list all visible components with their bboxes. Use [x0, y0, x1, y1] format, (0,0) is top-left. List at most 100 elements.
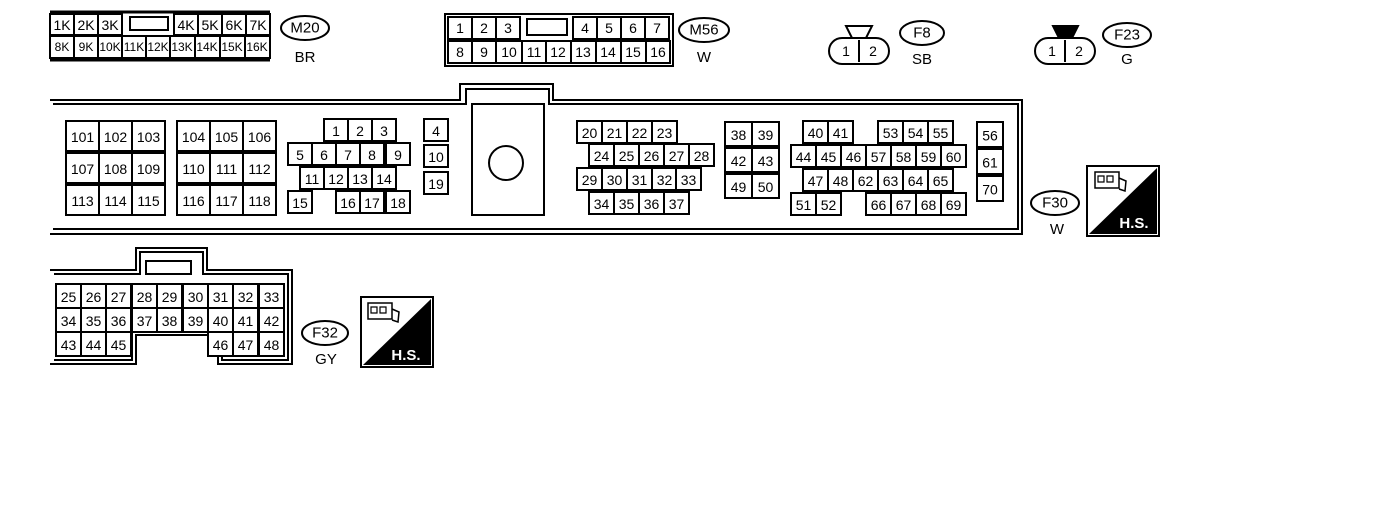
f32-hs-label: H.S. — [391, 347, 420, 364]
f30-pin-44-label: 44 — [796, 149, 812, 165]
m56-pin-4: 4 — [572, 16, 598, 40]
f30-pin-27-label: 27 — [669, 148, 685, 164]
f30-pin-26: 26 — [638, 143, 665, 167]
f30-pin-59-label: 59 — [921, 149, 937, 165]
m56-pin-8: 8 — [447, 40, 473, 64]
f32-connector-id: F32 — [301, 320, 349, 346]
f30-pin-6: 6 — [311, 142, 337, 166]
f23-pin-2: 2 — [1075, 43, 1083, 59]
m56-pin-12: 12 — [545, 40, 572, 64]
f30-pin-67-label: 67 — [896, 197, 912, 213]
f30-pin-109: 109 — [131, 152, 166, 184]
f32-pin-36: 36 — [105, 307, 132, 333]
f32-pin-48: 48 — [258, 331, 285, 357]
f32-pin-29: 29 — [156, 283, 183, 309]
m20-pin-12k: 12K — [145, 35, 171, 59]
f32-pin-45-label: 45 — [111, 337, 127, 353]
f30-pin-65: 65 — [927, 168, 954, 192]
f32-pin-27-label: 27 — [111, 289, 127, 305]
f30-pin-33: 33 — [675, 167, 702, 191]
f30-pin-23: 23 — [651, 120, 678, 144]
svg-text:1: 1 — [456, 20, 464, 36]
f30-pin-117: 117 — [209, 184, 244, 216]
f30-pin-13-label: 13 — [352, 171, 368, 187]
f30-pin-57-label: 57 — [871, 149, 887, 165]
f30-pin-25: 25 — [613, 143, 640, 167]
f30-pin-43-label: 43 — [758, 153, 774, 169]
f32-pin-36-label: 36 — [111, 313, 127, 329]
f30-pin-106-label: 106 — [248, 129, 272, 145]
f30-pin-105: 105 — [209, 120, 244, 152]
f30-pin-41: 41 — [827, 120, 854, 144]
m56-wire-color: W — [697, 49, 712, 66]
f30-pin-66: 66 — [865, 192, 892, 216]
f32-wire-color: GY — [315, 351, 337, 368]
f30-pin-54-label: 54 — [908, 125, 924, 141]
svg-text:9K: 9K — [79, 40, 94, 54]
f30-pin-55-label: 55 — [933, 125, 949, 141]
f30-pin-64-label: 64 — [908, 173, 924, 189]
f30-pin-56-label: 56 — [982, 128, 998, 144]
f32-pin-31-label: 31 — [213, 289, 229, 305]
f30-pin-61-label: 61 — [982, 155, 998, 171]
f32-pin-28: 28 — [131, 283, 158, 309]
f32-pin-39: 39 — [182, 307, 209, 333]
f30-pin-9: 9 — [385, 142, 411, 166]
m20-latch — [129, 16, 169, 31]
f30-pin-24-label: 24 — [594, 148, 610, 164]
f30-pin-70: 70 — [976, 175, 1004, 202]
f30-pin-108-label: 108 — [104, 161, 128, 177]
svg-text:4: 4 — [581, 20, 589, 36]
f30-pin-105-label: 105 — [215, 129, 239, 145]
f30-pin-35: 35 — [613, 191, 640, 215]
f30-pin-28-label: 28 — [694, 148, 710, 164]
f32-pin-33: 33 — [258, 283, 285, 309]
svg-text:2K: 2K — [77, 17, 95, 33]
f30-pin-59: 59 — [915, 144, 942, 168]
svg-text:10: 10 — [501, 44, 517, 60]
m20-pin-15k: 15K — [219, 35, 246, 59]
f30-pin-114: 114 — [98, 184, 133, 216]
f32-pin-44-label: 44 — [86, 337, 102, 353]
f30-pin-107: 107 — [65, 152, 100, 184]
svg-text:8: 8 — [456, 44, 464, 60]
f30-pin-113: 113 — [65, 184, 100, 216]
f30-pin-43: 43 — [751, 147, 780, 173]
f32-pin-34-label: 34 — [61, 313, 77, 329]
f32-harness-side-badge: H.S. — [360, 296, 434, 368]
connector-m20: 1K 2K 3K 4K 5K 6K 7K 8K 9K 10K 11K 12K 1… — [49, 10, 330, 66]
f32-pin-31: 31 — [207, 283, 234, 309]
svg-text:14K: 14K — [196, 40, 217, 54]
m56-pin-2: 2 — [471, 16, 497, 40]
f30-pin-61: 61 — [976, 148, 1004, 175]
f30-pin-4: 4 — [423, 118, 449, 142]
f30-pin-116: 116 — [176, 184, 211, 216]
f30-pin-70-label: 70 — [982, 182, 998, 198]
f30-pin-41-label: 41 — [833, 125, 849, 141]
f30-pin-118: 118 — [242, 184, 277, 216]
svg-text:14: 14 — [600, 44, 616, 60]
svg-text:12K: 12K — [147, 40, 168, 54]
f30-pin-35-label: 35 — [619, 196, 635, 212]
f30-pin-118-label: 118 — [248, 193, 271, 209]
m20-pin-10k: 10K — [97, 35, 123, 59]
f30-pin-111-label: 111 — [216, 161, 237, 177]
f30-pin-63-label: 63 — [883, 173, 899, 189]
f30-pin-34: 34 — [588, 191, 615, 215]
f8-connector-id: F8 — [899, 20, 945, 46]
f8-pin-1: 1 — [842, 43, 850, 59]
f30-pin-5: 5 — [287, 142, 313, 166]
m56-pin-16: 16 — [645, 40, 671, 64]
f30-pin-3-label: 3 — [380, 123, 388, 139]
f32-pin-30-label: 30 — [188, 289, 204, 305]
svg-text:16: 16 — [650, 44, 666, 60]
f32-connector-side-icon — [367, 302, 400, 324]
f30-pin-16: 16 — [335, 190, 361, 214]
f32-pin-39-label: 39 — [188, 313, 204, 329]
f30-connector-id: F30 — [1030, 190, 1080, 216]
f30-pin-29-label: 29 — [582, 172, 598, 188]
f30-pin-112-label: 112 — [248, 161, 271, 177]
f30-pin-45: 45 — [815, 144, 842, 168]
